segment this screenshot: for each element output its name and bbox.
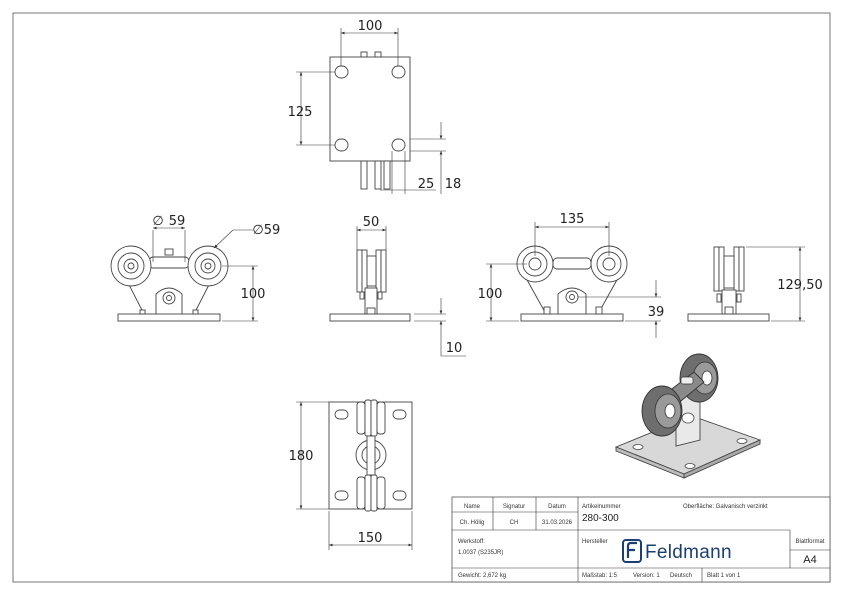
svg-text:∅: ∅ <box>152 214 163 229</box>
werkstoff-value: 1.0037 (S235JR) <box>458 550 503 556</box>
version-text: Version: 1 <box>633 573 660 579</box>
bottom-view: 180 150 <box>289 399 413 550</box>
back-view: 135 100 39 <box>478 212 665 338</box>
hersteller-label: Hersteller <box>582 539 608 545</box>
dim-back-height: 100 <box>478 287 503 302</box>
name-value: Ch. Hölig <box>460 520 485 526</box>
dim-back-width: 135 <box>560 212 585 227</box>
blatt-text: Blatt 1 von 1 <box>707 573 741 579</box>
sprache-text: Deutsch <box>670 573 692 579</box>
dim-top-height: 125 <box>288 105 313 120</box>
isometric-view <box>614 353 762 479</box>
side-view: 50 10 <box>329 215 466 357</box>
dim-bottom-width: 150 <box>358 531 383 546</box>
datum-label: Datum <box>548 504 566 510</box>
sheet-border <box>12 12 831 583</box>
name-label: Name <box>464 504 481 510</box>
dim-side-plate: 10 <box>446 341 463 356</box>
artikel-value: 280-300 <box>582 513 619 524</box>
top-view: 100 125 25 18 <box>288 19 462 194</box>
right-view: 129,50 <box>687 246 823 322</box>
signatur-value: CH <box>510 520 519 526</box>
title-block: Name Signatur Datum Ch. Hölig CH 31.03.2… <box>451 496 831 583</box>
gewicht-text: Gewicht: 2,672 kg <box>458 573 506 579</box>
signatur-label: Signatur <box>503 504 525 510</box>
blattformat-value: A4 <box>803 554 816 566</box>
oberflaeche-text: Oberfläche: Galvanisch verzinkt <box>683 504 768 510</box>
feldmann-logo-icon <box>622 539 642 563</box>
dim-front-height: 100 <box>241 287 266 302</box>
dim-top-offset: 25 <box>418 177 435 192</box>
dim-back-pivot: 39 <box>648 305 665 320</box>
massstab-text: Maßstab: 1:5 <box>582 573 618 579</box>
dim-front-dia-right: 59 <box>264 223 281 238</box>
front-view: ∅ 59 ∅ 59 100 <box>110 214 281 322</box>
werkstoff-label: Werkstoff: <box>458 539 485 545</box>
datum-value: 31.03.2026 <box>542 520 573 526</box>
dim-top-width: 100 <box>358 19 383 34</box>
blattformat-label: Blattformat <box>795 539 824 545</box>
dim-right-height: 129,50 <box>777 278 823 293</box>
svg-text:∅: ∅ <box>252 223 263 238</box>
dim-top-edge: 18 <box>445 177 462 192</box>
brand-name: Feldmann <box>645 542 732 563</box>
dim-bottom-height: 180 <box>289 449 314 464</box>
artikel-label: Artikelnummer <box>582 504 621 510</box>
dim-front-dia-left: 59 <box>169 214 186 229</box>
dim-side-width: 50 <box>363 215 380 230</box>
